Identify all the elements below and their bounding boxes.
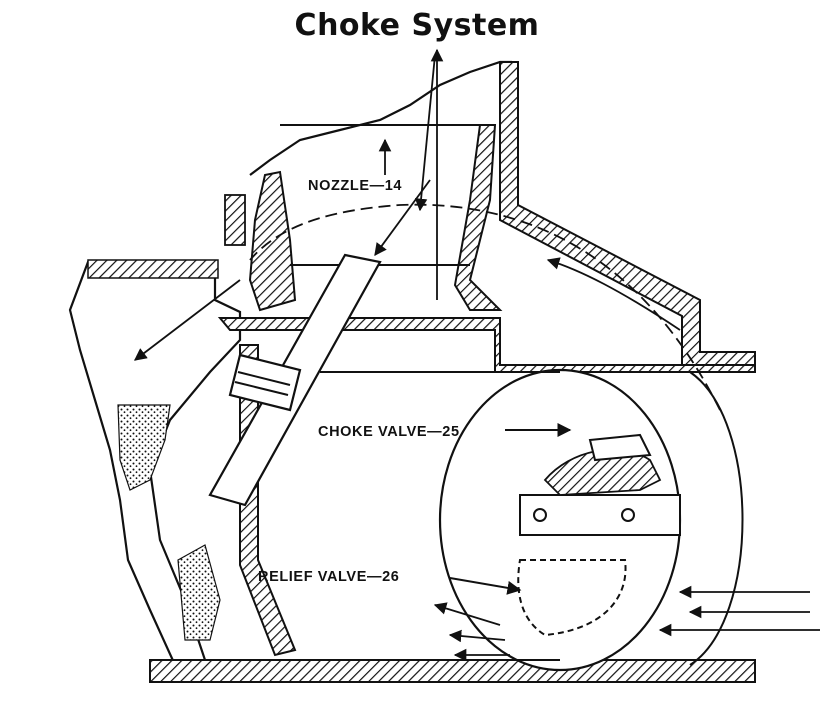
bottom-casting (149, 659, 756, 683)
left-stipple-upper (117, 404, 171, 491)
venturi-left-wall (248, 170, 297, 312)
left-top-hatch (87, 259, 219, 279)
venturi-right-wall (453, 124, 503, 311)
choke-valve-mechanism (519, 433, 681, 536)
air-horn-top-outline (249, 60, 512, 176)
right-casting-wall (499, 61, 756, 373)
left-stipple-lower (177, 544, 221, 641)
nozzle-tube (208, 253, 382, 507)
nozzle-label: NOZZLE—14 (308, 178, 402, 194)
relief-valve-leader (449, 577, 522, 595)
diagram-title: Choke System (294, 8, 540, 43)
upper-left-flange (224, 194, 246, 246)
choke-valve-label: CHOKE VALVE—25 (318, 424, 460, 440)
flow-arrows (133, 48, 820, 662)
relief-valve-label: RELIEF VALVE—26 (258, 569, 399, 585)
